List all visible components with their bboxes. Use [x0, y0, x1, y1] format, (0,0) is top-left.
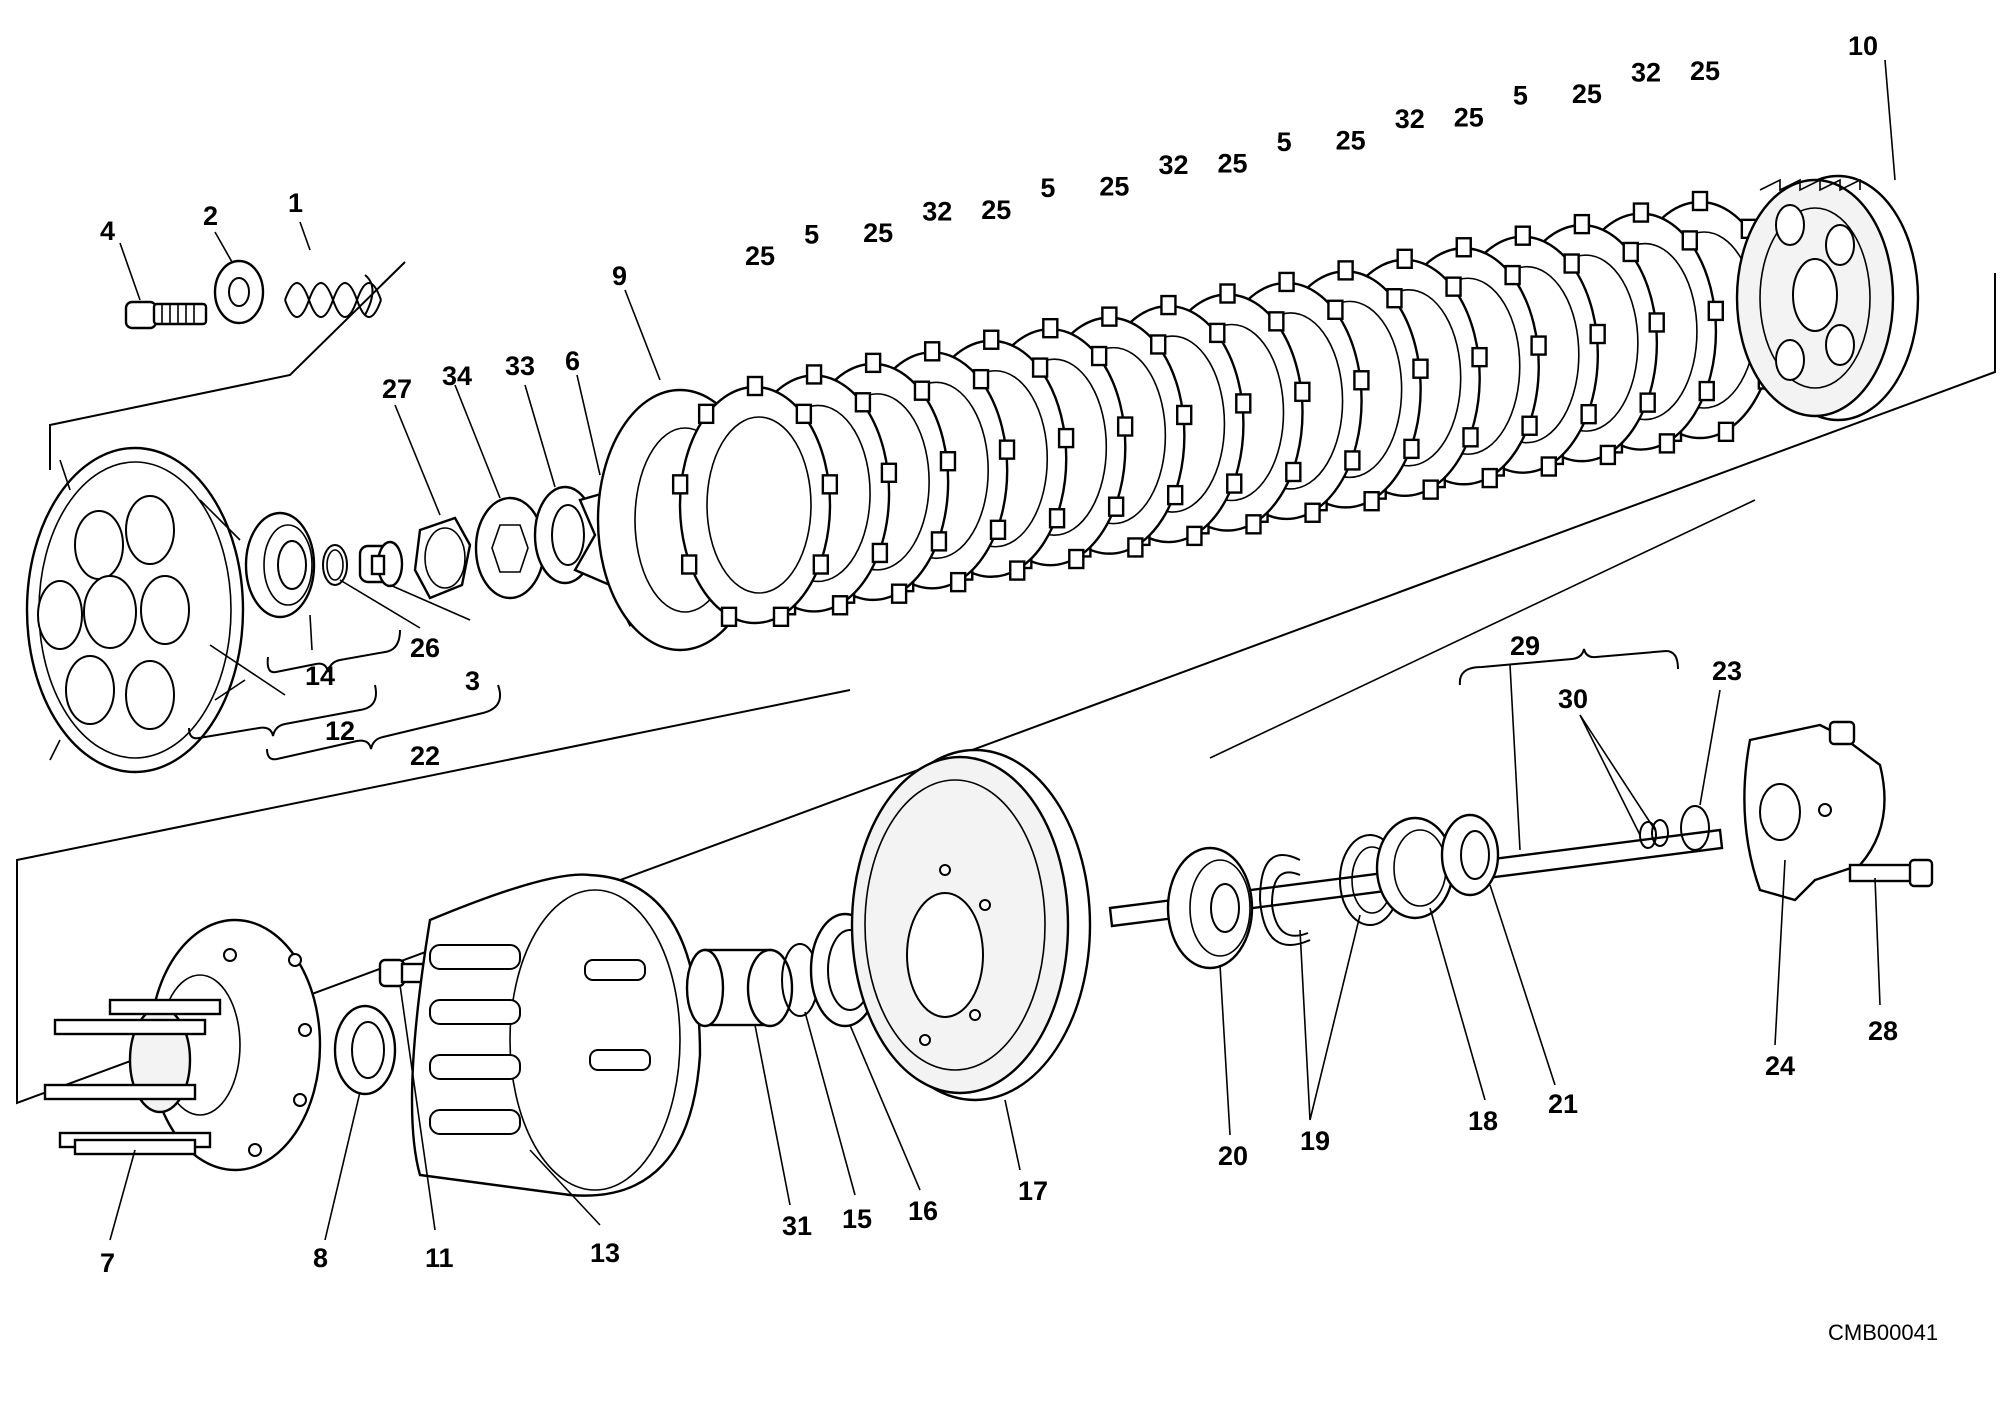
plate-label-32: 32 [1395, 104, 1425, 134]
hub-with-studs-part-7 [43, 918, 322, 1172]
clutch-plate-25 [671, 375, 839, 628]
drawing-code: CMB00041 [1828, 1320, 1938, 1345]
basket-housing-part-10 [1735, 174, 1920, 422]
callout-8: 8 [313, 1243, 328, 1273]
bearing-part-14 [244, 511, 316, 619]
callout-23: 23 [1712, 656, 1742, 686]
callout-13: 13 [590, 1238, 620, 1268]
callout-31: 31 [782, 1211, 812, 1241]
callout-3: 3 [465, 666, 480, 696]
callout-labels: 4 2 1 10 9 27 34 33 6 14 26 3 12 22 29 3… [100, 31, 1898, 1278]
bearing-part-21 [1440, 813, 1500, 897]
callout-1: 1 [288, 188, 303, 218]
spring-cup-part-2 [213, 259, 265, 325]
plate-label-25: 25 [1099, 172, 1129, 202]
plate-label-25: 25 [1454, 102, 1484, 132]
thrust-washer-part-8 [333, 1004, 397, 1096]
clutch-plate-stack [671, 190, 1784, 628]
plate-label-25: 25 [1572, 79, 1602, 109]
spring-part-1 [284, 274, 382, 318]
plate-label-25: 25 [745, 241, 775, 271]
callout-34: 34 [442, 361, 472, 391]
plate-stack-labels: 25 32 25 5 25 32 25 5 25 32 25 5 25 32 25 5 25 [745, 56, 1720, 271]
callout-22: 22 [410, 741, 440, 771]
callout-28: 28 [1868, 1016, 1898, 1046]
circlip-part-26 [322, 544, 348, 586]
assembly-frame-lines [16, 261, 1996, 1105]
callout-10: 10 [1848, 31, 1878, 61]
plate-label-5: 5 [1277, 127, 1292, 157]
bearing-part-18 [1375, 816, 1455, 920]
callout-29: 29 [1510, 631, 1540, 661]
callout-7: 7 [100, 1248, 115, 1278]
callout-27: 27 [382, 374, 412, 404]
callout-4: 4 [100, 216, 115, 246]
plate-label-25: 25 [863, 218, 893, 248]
plate-label-5: 5 [1040, 173, 1055, 203]
ring-part-23 [1680, 805, 1710, 851]
callout-33: 33 [505, 351, 535, 381]
nut-part-27 [413, 516, 472, 600]
callout-9: 9 [612, 261, 627, 291]
callout-20: 20 [1218, 1141, 1248, 1171]
pressure-plate [25, 446, 246, 774]
callout-16: 16 [908, 1196, 938, 1226]
pushrod-part-3 [358, 540, 404, 588]
callout-18: 18 [1468, 1106, 1498, 1136]
callout-11: 11 [425, 1243, 454, 1273]
plate-label-25: 25 [1690, 56, 1720, 86]
group-brackets [188, 629, 1679, 761]
screw-part-4 [124, 300, 208, 330]
slave-cylinder-part-24 [1743, 720, 1886, 902]
bushing-part-31 [685, 948, 794, 1028]
callout-19: 19 [1300, 1126, 1330, 1156]
callout-6: 6 [565, 346, 580, 376]
plate-label-25: 25 [1336, 125, 1366, 155]
plate-label-25: 25 [981, 195, 1011, 225]
callout-26: 26 [410, 633, 440, 663]
plate-label-32: 32 [922, 196, 952, 226]
plate-label-5: 5 [804, 219, 819, 249]
plate-label-32: 32 [1158, 150, 1188, 180]
lock-washer-part-34 [474, 496, 546, 600]
callout-12: 12 [325, 716, 355, 746]
leader-lines [109, 59, 1896, 1241]
callout-17: 17 [1018, 1176, 1048, 1206]
plate-label-25: 25 [1218, 149, 1248, 179]
callout-21: 21 [1548, 1089, 1578, 1119]
callout-24: 24 [1765, 1051, 1795, 1081]
callout-14: 14 [305, 661, 335, 691]
plate-label-5: 5 [1513, 81, 1528, 111]
callout-2: 2 [203, 201, 218, 231]
clutch-drum-part-13 [410, 873, 702, 1197]
bearing-part-20 [1166, 846, 1254, 970]
callout-15: 15 [842, 1204, 872, 1234]
primary-gear-part-17 [850, 748, 1092, 1102]
plate-label-32: 32 [1631, 58, 1661, 88]
callout-30: 30 [1558, 684, 1588, 714]
bolt-part-28 [1848, 858, 1934, 888]
